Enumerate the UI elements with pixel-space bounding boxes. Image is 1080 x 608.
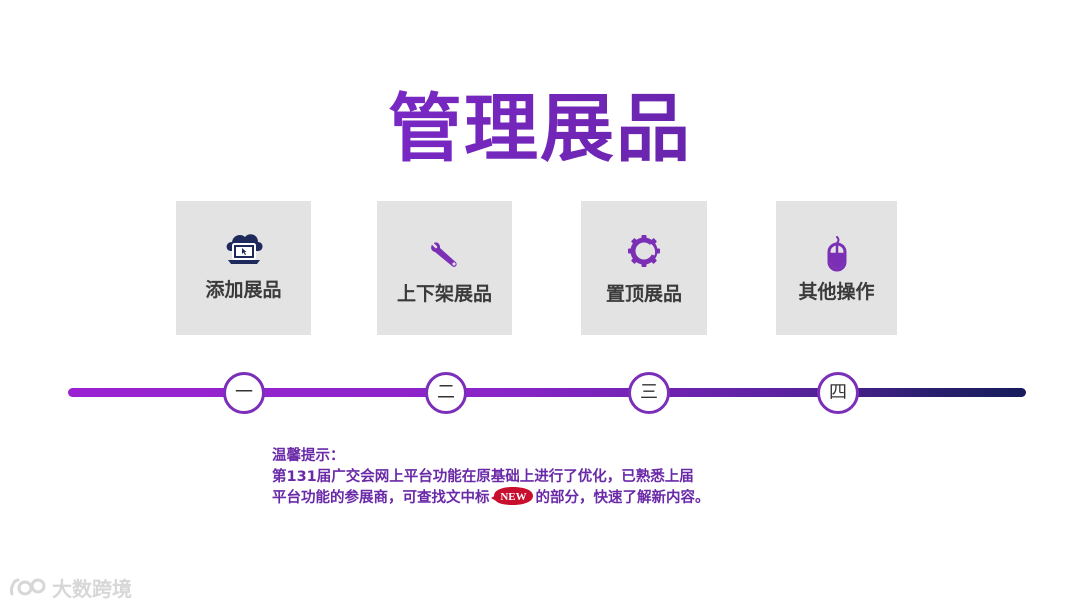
watermark: 大数跨境 bbox=[8, 572, 132, 602]
watermark-logo-icon bbox=[10, 578, 46, 596]
tip-line-2-start: 平台功能的参展商，可查找文中标 bbox=[272, 490, 490, 506]
card-label: 上下架展品 bbox=[396, 283, 492, 305]
page-title: 管理展品 bbox=[0, 84, 1080, 174]
card-label: 其他操作 bbox=[798, 281, 875, 303]
mouse-icon bbox=[827, 236, 846, 272]
card-other-operations[interactable]: 其他操作 bbox=[776, 201, 897, 335]
card-add-exhibit[interactable]: 添加展品 bbox=[176, 201, 311, 335]
card-shelve-exhibit[interactable]: 上下架展品 bbox=[377, 201, 512, 335]
timeline-bar bbox=[68, 388, 1026, 397]
wrench-icon bbox=[430, 241, 457, 267]
cloud-laptop-icon bbox=[226, 234, 262, 264]
step-marker-2[interactable]: 二 bbox=[425, 372, 467, 414]
new-badge-text: NEW bbox=[500, 491, 526, 503]
card-pin-exhibit[interactable]: 置顶展品 bbox=[581, 201, 707, 335]
tip-line-1: 第131届广交会网上平台功能在原基础上进行了优化，已熟悉上届 bbox=[272, 469, 694, 485]
card-label: 添加展品 bbox=[205, 279, 282, 301]
tip-line-2: 平台功能的参展商，可查找文中标 NEW 的部分，快速了解新内容。 bbox=[272, 487, 832, 509]
tip-line-2-end: 的部分，快速了解新内容。 bbox=[535, 490, 710, 506]
new-badge-icon: NEW bbox=[490, 487, 533, 505]
watermark-text: 大数跨境 bbox=[52, 576, 132, 601]
step-marker-1[interactable]: 一 bbox=[223, 372, 265, 414]
tip-heading: 温馨提示： bbox=[272, 448, 345, 464]
tip-box: 温馨提示： 第131届广交会网上平台功能在原基础上进行了优化，已熟悉上届 平台功… bbox=[272, 446, 832, 509]
step-marker-3[interactable]: 三 bbox=[628, 372, 670, 414]
card-label: 置顶展品 bbox=[605, 283, 682, 305]
step-marker-4[interactable]: 四 bbox=[817, 372, 859, 414]
gear-icon bbox=[628, 235, 660, 267]
